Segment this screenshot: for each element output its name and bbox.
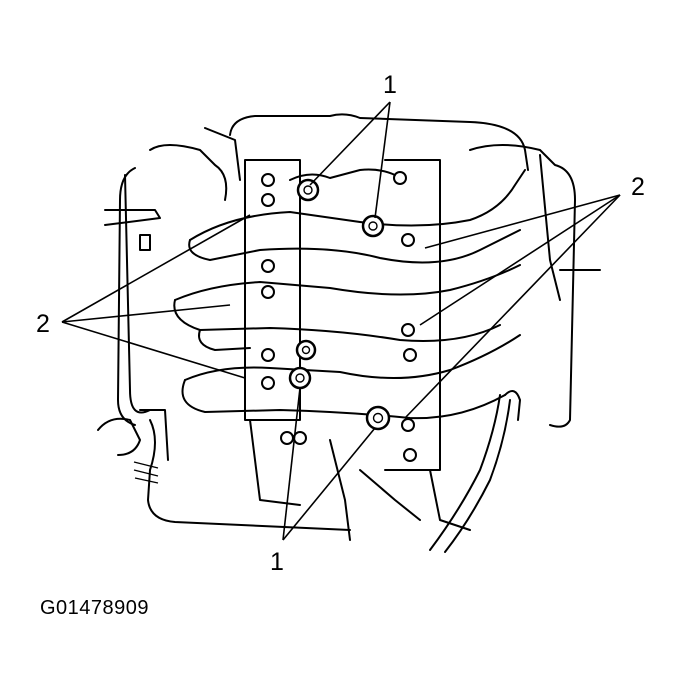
bolt-lower-left-1 [295, 339, 317, 361]
manifold-bolts [288, 178, 391, 431]
cylinder-head-left [244, 159, 301, 421]
callout-1-bottom: 1 [270, 548, 284, 576]
upper-manifold-runner [188, 168, 526, 264]
middle-manifold-runner [173, 264, 521, 351]
engine-block-outline [104, 113, 601, 428]
callout-2-left: 2 [36, 310, 50, 338]
bolt-lower-left-2 [288, 366, 312, 390]
bolt-lower-right [365, 405, 391, 431]
figure-id-label: G01478909 [40, 597, 150, 619]
leader-lines [61, 101, 621, 541]
bolt-upper-left [296, 178, 320, 202]
lower-block-and-hoses [97, 394, 511, 553]
callout-2-right: 2 [631, 173, 645, 201]
cylinder-head-right [384, 159, 441, 471]
lower-manifold-runner [181, 334, 521, 421]
bolt-upper-right [361, 214, 385, 238]
callout-1-top: 1 [383, 71, 397, 99]
